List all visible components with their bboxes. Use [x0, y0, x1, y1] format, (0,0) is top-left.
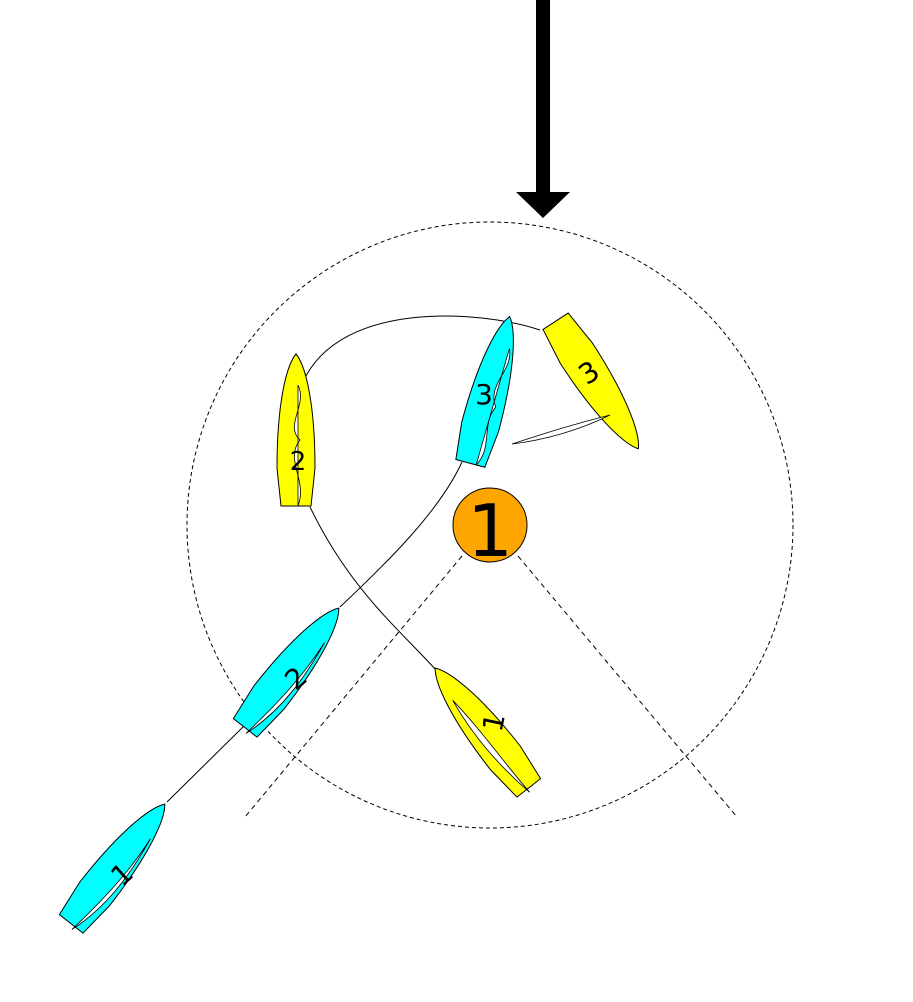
sail: [245, 642, 325, 734]
yellow-boat-3: 3: [539, 310, 655, 460]
sail: [452, 699, 530, 793]
zone-circle: [186, 221, 794, 829]
blue-boat-2: 2: [229, 595, 355, 741]
svg-text:3: 3: [475, 378, 493, 411]
svg-text:2: 2: [290, 447, 307, 477]
wind-arrow-icon: [516, 0, 570, 218]
sail: [475, 348, 511, 466]
yellow-boat-1: 1: [419, 655, 545, 801]
blue-track: [166, 724, 246, 803]
yellow-boat-2: 2: [276, 353, 316, 507]
yellow-track: [309, 506, 437, 671]
layline-left: [244, 555, 463, 818]
blue-boat-3: 3: [451, 311, 529, 469]
layline-right: [517, 555, 738, 818]
mark-label: 1: [467, 489, 513, 573]
sail: [71, 838, 151, 930]
yellow-track-rounding: [302, 315, 541, 383]
yellow-3-sail: [511, 414, 611, 445]
blue-boat-1: 1: [55, 791, 181, 937]
blue-track-2: [339, 461, 463, 608]
sail: [294, 384, 301, 507]
mark: 1: [452, 487, 528, 573]
